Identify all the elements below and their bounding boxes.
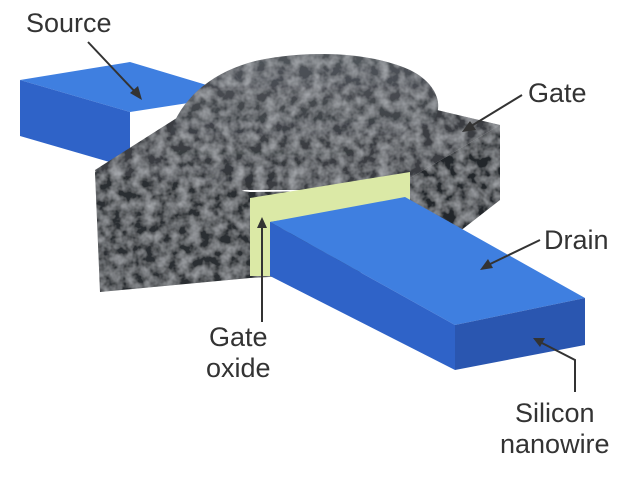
silicon-nanowire-label-line-2: nanowire [500,429,610,459]
leader-lines [87,41,576,392]
silicon-nanowire-label-line-1: Silicon [515,398,595,428]
gate-oxide-layer [250,172,410,276]
gate-oxide-arrowhead [257,217,267,228]
silicon-nanowire-label: Silicon nanowire [500,398,610,460]
gate-oxide-label-line-2: oxide [206,353,271,383]
source-front-face [20,80,130,168]
nanowire-leader [539,341,576,392]
drain-end-face [455,298,585,370]
drain-top-face [270,197,585,325]
drain-label: Drain [544,225,609,255]
drain-arrowhead [480,259,493,270]
source-label: Source [26,8,112,38]
gate-dome [165,54,439,196]
gate-arrowhead [462,121,476,132]
drain-front-face [270,222,455,370]
gate-label: Gate [528,78,587,108]
gate-leader [467,94,523,129]
drain-nanowire [270,197,585,370]
source-arrowhead [130,86,142,100]
source-leader [87,41,139,96]
nanowire-arrowhead [533,338,545,347]
gate-oxide-label-line-1: Gate [209,322,268,352]
drain-leader [485,239,541,267]
gate-oxide-label: Gate oxide [206,322,271,384]
